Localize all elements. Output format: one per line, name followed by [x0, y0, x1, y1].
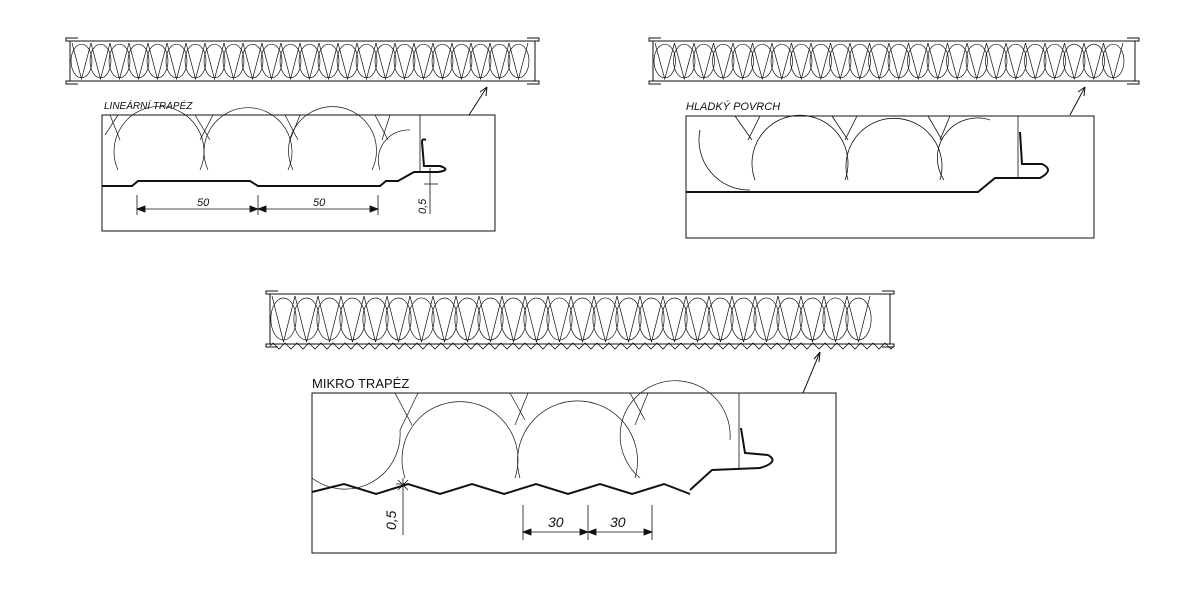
- dim-linear-50-b: 50: [313, 197, 326, 209]
- detail-micro: [311, 380, 837, 554]
- panel-micro-trapez: MIKRO TRAPÉZ: [265, 290, 895, 554]
- micro-trapez-profile: [311, 482, 691, 496]
- dim-micro-thickness: 0,5: [383, 510, 399, 530]
- arrow-linear: [468, 86, 488, 116]
- foam-pattern: [653, 42, 1125, 81]
- trapez-profile: [102, 138, 447, 187]
- foam-pattern: [70, 42, 530, 81]
- label-micro-trapez: MIKRO TRAPÉZ: [312, 376, 409, 391]
- arrow-micro: [802, 351, 821, 394]
- arrow-smooth: [1069, 86, 1086, 116]
- sandwich-panel-micro: [265, 290, 895, 350]
- dim-linear-50-a: 50: [197, 197, 210, 209]
- micro-hook: [689, 427, 774, 491]
- dim-micro-30-b: 30: [610, 514, 626, 530]
- detail-linear: [101, 106, 496, 232]
- panel-smooth-surface: HLADKÝ POVRCH: [648, 37, 1140, 239]
- smooth-profile: [686, 131, 1049, 193]
- dim-linear-thickness: 0,5: [417, 198, 429, 214]
- micro-wave-edge: [269, 342, 895, 350]
- dim-micro-30-a: 30: [548, 514, 564, 530]
- sandwich-panel-smooth: [648, 37, 1140, 85]
- panel-linear-trapez: LINEÁRNÍ TRAPÉZ: [65, 37, 540, 232]
- detail-smooth: [685, 114, 1095, 239]
- sandwich-panel-linear: [65, 37, 540, 85]
- label-smooth-surface: HLADKÝ POVRCH: [686, 100, 780, 113]
- label-linear-trapez: LINEÁRNÍ TRAPÉZ: [104, 99, 193, 112]
- foam-pattern: [270, 295, 872, 343]
